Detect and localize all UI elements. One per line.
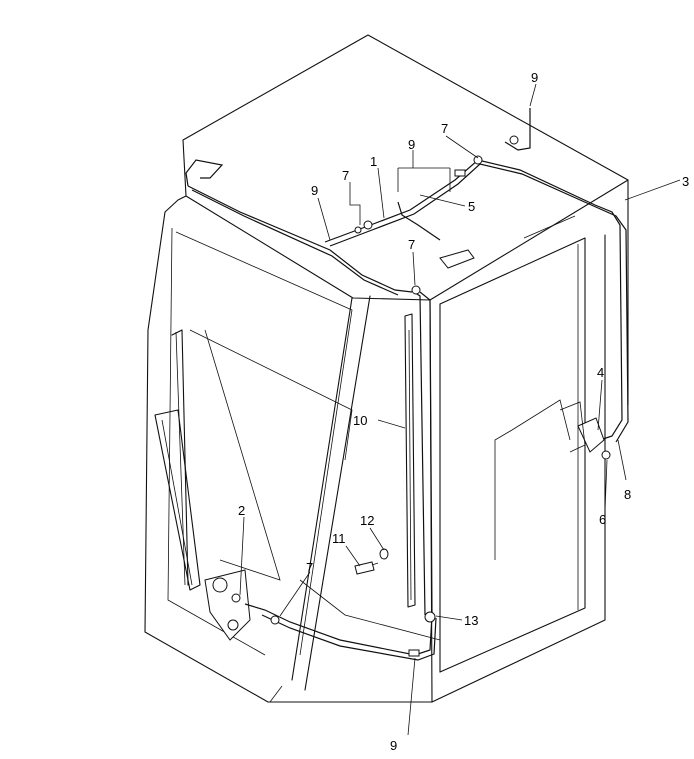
callout-labels: 1 2 3 4 5 6 7 7 7 7 8 9 9 9 9 10 11 12 1… [238,70,689,753]
callout-7d: 7 [306,560,313,575]
callout-4: 4 [597,365,604,380]
bolt-and-washer [354,548,389,575]
callout-6: 6 [599,512,606,527]
callout-12: 12 [360,513,374,528]
leader-lines [239,83,681,736]
callout-13: 13 [464,613,478,628]
callout-9d: 9 [390,738,397,753]
callout-9b: 9 [408,137,415,152]
callout-7b: 7 [441,121,448,136]
callout-10: 10 [353,413,367,428]
callout-5: 5 [468,199,475,214]
callout-11: 11 [332,531,346,546]
callout-7c: 7 [408,237,415,252]
callout-2: 2 [238,503,245,518]
callout-7a: 7 [342,168,349,183]
front-wiper-assembly [154,329,251,641]
callout-9c: 9 [311,183,318,198]
callout-9a: 9 [531,70,538,85]
callout-8: 8 [624,487,631,502]
washer-nozzle-strip [404,313,416,608]
callout-1: 1 [370,154,377,169]
washer-hose-harness [185,108,629,661]
callout-3: 3 [682,174,689,189]
